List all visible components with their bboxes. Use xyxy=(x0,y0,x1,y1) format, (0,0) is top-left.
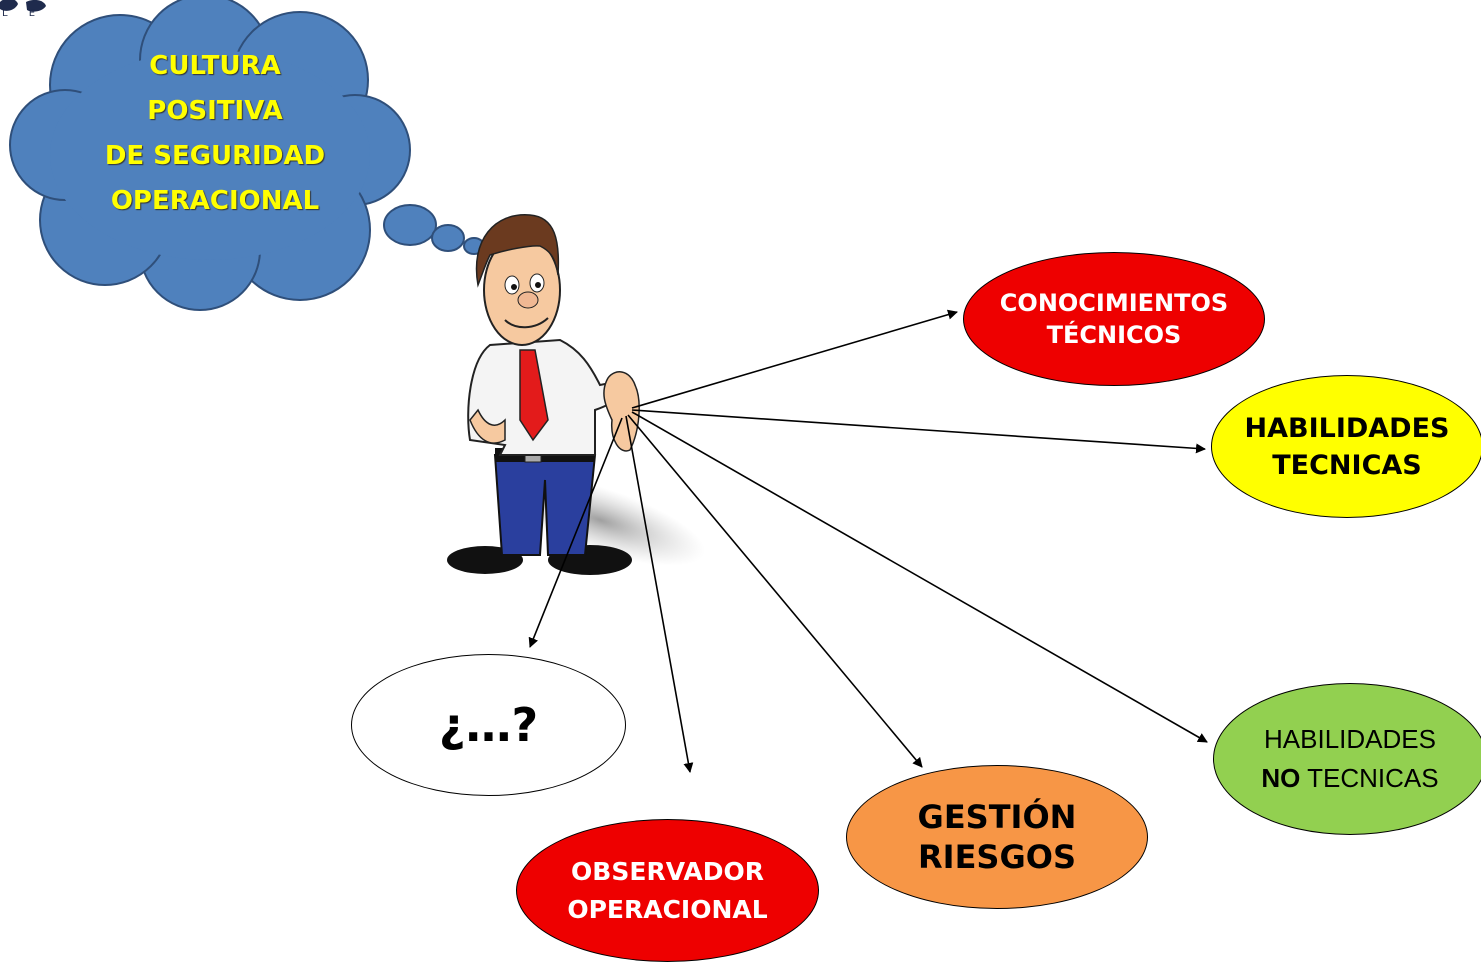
node-habilidades-no-tecnicas: HABILIDADES NO TECNICAS xyxy=(1213,683,1481,835)
node-conocimientos-tecnicos: CONOCIMIENTOS TÉCNICOS xyxy=(963,252,1265,386)
node-label-line-1: OBSERVADOR xyxy=(571,856,764,886)
node-label-rest: TECNICAS xyxy=(1300,763,1439,793)
node-label-line-1: HABILIDADES xyxy=(1244,412,1450,444)
arrow-to-habilidades-no-tecnicas xyxy=(631,411,1208,743)
arrow-to-gestion xyxy=(627,414,923,768)
arrow-to-conocimientos xyxy=(631,309,958,409)
cloud-line-2: POSITIVA xyxy=(147,96,283,126)
node-label-line-1: HABILIDADES xyxy=(1264,724,1436,754)
node-label-line-2: OPERACIONAL xyxy=(567,894,768,924)
cloud-text: CULTURA POSITIVA DE SEGURIDAD OPERACIONA… xyxy=(70,44,360,224)
node-habilidades-tecnicas: HABILIDADES TECNICAS xyxy=(1211,375,1481,518)
connector-arrows xyxy=(528,309,1208,773)
logo-fragment: L E xyxy=(0,0,60,24)
node-label-line-2: RIESGOS xyxy=(918,838,1076,876)
arrow-to-habilidades-tecnicas xyxy=(631,409,1206,454)
node-label: ¿…? xyxy=(438,698,539,752)
cloud-line-3: DE SEGURIDAD xyxy=(104,141,326,171)
logo-fragment-icon xyxy=(0,0,46,12)
arrow-to-observador xyxy=(625,415,694,773)
cloud-line-1: CULTURA xyxy=(149,51,281,81)
cloud-line-4: OPERACIONAL xyxy=(110,186,320,216)
node-label-line-2: TÉCNICOS xyxy=(1046,321,1182,349)
node-pregunta: ¿…? xyxy=(351,654,626,796)
businessman-icon xyxy=(447,214,706,575)
arrow-to-pregunta xyxy=(528,417,623,648)
node-label-line-1: CONOCIMIENTOS xyxy=(999,289,1229,317)
node-observador-operacional: OBSERVADOR OPERACIONAL xyxy=(516,819,819,962)
node-label-line-2: NO TECNICAS xyxy=(1261,759,1438,798)
node-label-line-1: GESTIÓN xyxy=(917,798,1077,836)
logo-letters: L E xyxy=(2,8,45,19)
node-label-line-2: TECNICAS xyxy=(1272,449,1422,481)
node-label-bold: NO xyxy=(1261,763,1301,793)
thought-cloud xyxy=(9,0,485,311)
node-gestion-riesgos: GESTIÓN RIESGOS xyxy=(846,765,1148,909)
